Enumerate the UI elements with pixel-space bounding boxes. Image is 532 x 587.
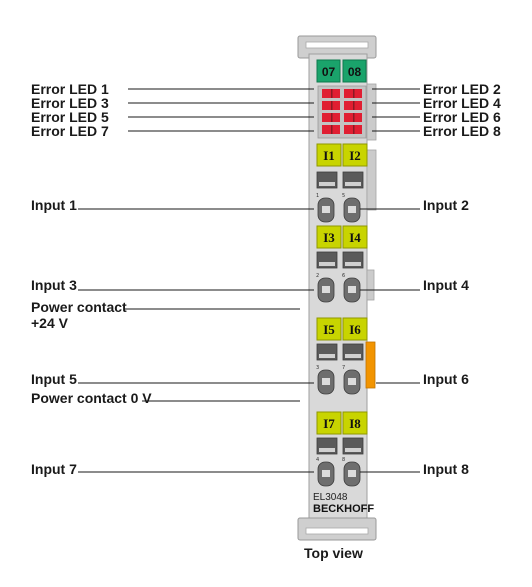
contact-number: 3 bbox=[316, 365, 319, 371]
bottom-clip-slot bbox=[305, 527, 369, 535]
slot-i1-label: I1 bbox=[323, 148, 335, 163]
tab-07-label: 07 bbox=[322, 65, 336, 79]
slot-i8-label: I8 bbox=[349, 416, 361, 431]
contact-number: 8 bbox=[342, 457, 345, 463]
label-error-led-6: Error LED 6 bbox=[423, 109, 501, 125]
slot-i2-label: I2 bbox=[349, 148, 361, 163]
label-input-5: Input 5 bbox=[31, 371, 77, 387]
label-error-led-8: Error LED 8 bbox=[423, 123, 501, 139]
top-clip-slot bbox=[305, 41, 369, 49]
side-rib bbox=[366, 149, 377, 211]
slot-i7-label: I7 bbox=[323, 416, 335, 431]
slot-i2 bbox=[342, 143, 368, 167]
contact-number: 6 bbox=[342, 273, 345, 279]
label-input-1: Input 1 bbox=[31, 197, 77, 213]
label-power-contact-0v: Power contact 0 V bbox=[31, 390, 152, 406]
contact-number: 7 bbox=[342, 365, 345, 371]
label-error-led-5: Error LED 5 bbox=[31, 109, 109, 125]
label-error-led-4: Error LED 4 bbox=[423, 95, 501, 111]
label-error-led-7: Error LED 7 bbox=[31, 123, 109, 139]
slot-i5 bbox=[316, 317, 342, 341]
slot-i6-label: I6 bbox=[349, 322, 361, 337]
label-input-7: Input 7 bbox=[31, 461, 77, 477]
side-rib bbox=[366, 83, 377, 141]
tab-07 bbox=[316, 59, 341, 83]
tab-08-label: 08 bbox=[348, 65, 362, 79]
label-input-6: Input 6 bbox=[423, 371, 469, 387]
leader-lines bbox=[78, 88, 420, 473]
type-label: EL3048 bbox=[313, 492, 348, 503]
label-power-contact-24v: Power contact +24 V bbox=[31, 299, 127, 331]
led-dividers bbox=[331, 89, 355, 134]
contact-number: 2 bbox=[316, 273, 319, 279]
contact-number: 5 bbox=[342, 193, 345, 199]
slot-i8 bbox=[342, 411, 368, 435]
orange-marker bbox=[365, 341, 376, 389]
contact-number: 4 bbox=[316, 457, 319, 463]
side-rib bbox=[366, 269, 375, 301]
slot-i4 bbox=[342, 225, 368, 249]
contact-number: 1 bbox=[316, 193, 319, 199]
slot-i5-label: I5 bbox=[323, 322, 335, 337]
slot-i1 bbox=[316, 143, 342, 167]
label-input-4: Input 4 bbox=[423, 277, 469, 293]
label-input-2: Input 2 bbox=[423, 197, 469, 213]
label-error-led-2: Error LED 2 bbox=[423, 81, 501, 97]
label-error-led-3: Error LED 3 bbox=[31, 95, 109, 111]
slot-i3 bbox=[316, 225, 342, 249]
caption-top-view: Top view bbox=[304, 545, 363, 561]
label-input-8: Input 8 bbox=[423, 461, 469, 477]
brand-label: BECKHOFF bbox=[313, 503, 374, 515]
slot-i7 bbox=[316, 411, 342, 435]
slot-i4-label: I4 bbox=[349, 230, 361, 245]
terminal-module: 07 08 I1 I2 1 5 bbox=[297, 35, 377, 541]
slot-i6 bbox=[342, 317, 368, 341]
tab-08 bbox=[342, 59, 367, 83]
label-input-3: Input 3 bbox=[31, 277, 77, 293]
label-error-led-1: Error LED 1 bbox=[31, 81, 109, 97]
slot-i3-label: I3 bbox=[323, 230, 335, 245]
